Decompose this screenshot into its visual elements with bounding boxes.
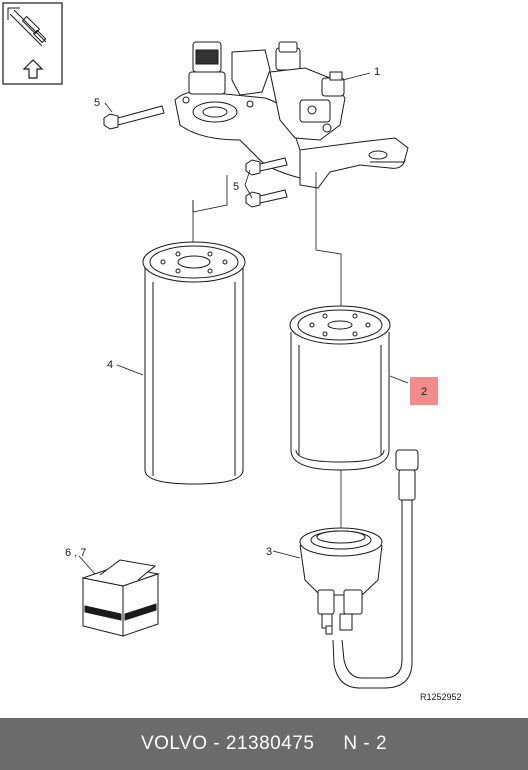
orientation-arrow-icon xyxy=(22,59,44,79)
reference-code: R1252952 xyxy=(420,692,462,702)
footer-text: VOLVO - 21380475 N - 2 xyxy=(141,733,387,755)
position-code: N - 2 xyxy=(343,733,388,754)
highlight-part-2 xyxy=(410,377,438,405)
callout-5-lower: 5 xyxy=(233,181,239,193)
callout-2: 2 xyxy=(421,386,427,398)
sensor-cable xyxy=(332,449,419,689)
water-bowl xyxy=(299,527,383,635)
callout-3: 3 xyxy=(266,546,272,558)
package-box-icon xyxy=(81,559,160,637)
callout-4: 4 xyxy=(107,359,113,371)
filter-housing-head xyxy=(174,41,409,189)
separator: - xyxy=(207,733,226,754)
brand: VOLVO xyxy=(140,733,208,754)
orientation-icon-box xyxy=(2,2,63,85)
callout-5-upper: 5 xyxy=(94,97,100,109)
part-number: 21380475 xyxy=(225,733,315,754)
primary-filter xyxy=(142,241,246,485)
fuel-water-separator xyxy=(289,305,391,471)
callout-6-7: 6 , 7 xyxy=(65,547,86,559)
footer-bar: VOLVO - 21380475 N - 2 xyxy=(0,718,528,770)
parts-diagram: 1 2 3 4 5 5 6 , 7 R1252952 xyxy=(2,2,462,702)
callout-1: 1 xyxy=(374,66,380,78)
gap xyxy=(314,733,343,754)
